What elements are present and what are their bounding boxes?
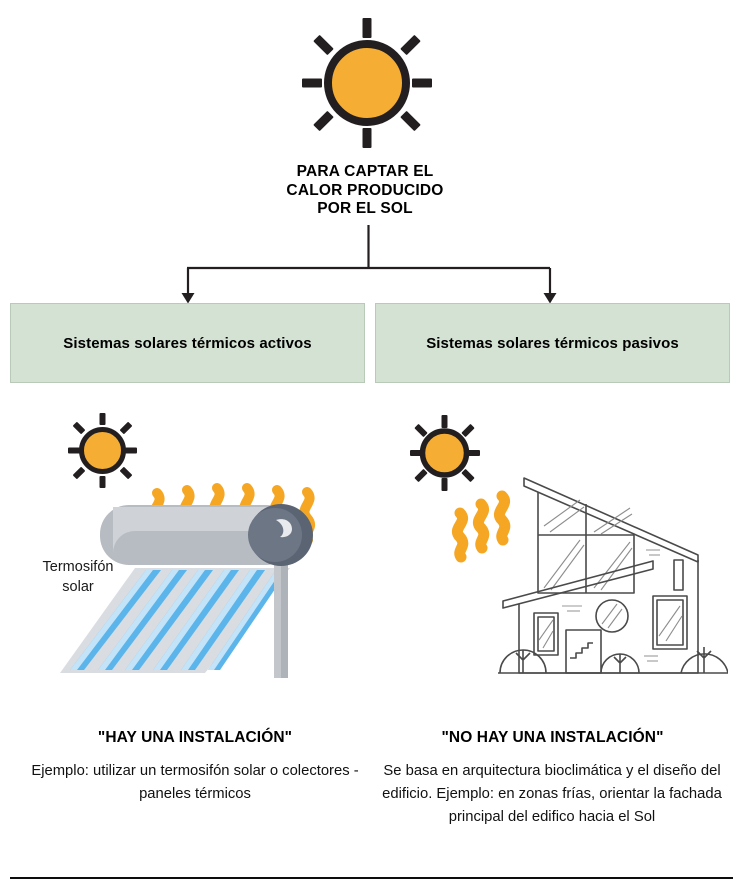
branch-box-active-label: Sistemas solares térmicos activos bbox=[63, 334, 312, 352]
caption-line-1: PARA CAPTAR EL bbox=[296, 163, 434, 180]
caption-line-3: POR EL SOL bbox=[317, 200, 413, 217]
collector-panel bbox=[60, 568, 290, 673]
thermosiphon-label: Termosifón solar bbox=[18, 557, 138, 597]
bioclimatic-house-illustration bbox=[398, 408, 729, 693]
heat-waves bbox=[451, 490, 511, 563]
footer-divider bbox=[10, 877, 733, 879]
thermosiphon-label-line-2: solar bbox=[62, 579, 94, 595]
sun-icon-small bbox=[68, 413, 137, 488]
branch-box-passive[interactable]: Sistemas solares térmicos pasivos bbox=[375, 303, 730, 383]
active-body: Ejemplo: utilizar un termosifón solar o … bbox=[31, 763, 359, 802]
thermosiphon-label-line-1: Termosifón bbox=[42, 559, 114, 575]
sun-icon bbox=[302, 18, 432, 148]
active-heading: "HAY UNA INSTALACIÓN" bbox=[97, 729, 293, 746]
page-title: PARA CAPTAR EL CALOR PRODUCIDO POR EL SO… bbox=[205, 163, 525, 219]
caption-line-2: CALOR PRODUCIDO bbox=[286, 181, 444, 199]
house-lineart bbox=[498, 477, 729, 674]
sun-icon-small bbox=[410, 415, 480, 491]
branch-connector bbox=[0, 225, 740, 310]
branch-box-active[interactable]: Sistemas solares térmicos activos bbox=[10, 303, 365, 383]
support-leg bbox=[274, 563, 288, 678]
passive-heading: "NO HAY UNA INSTALACIÓN" bbox=[441, 729, 664, 746]
branch-box-passive-label: Sistemas solares térmicos pasivos bbox=[426, 334, 679, 352]
solar-thermosiphon-illustration bbox=[20, 408, 350, 693]
passive-body: Se basa en arquitectura bioclimática y e… bbox=[382, 763, 722, 825]
storage-tank bbox=[100, 504, 313, 566]
